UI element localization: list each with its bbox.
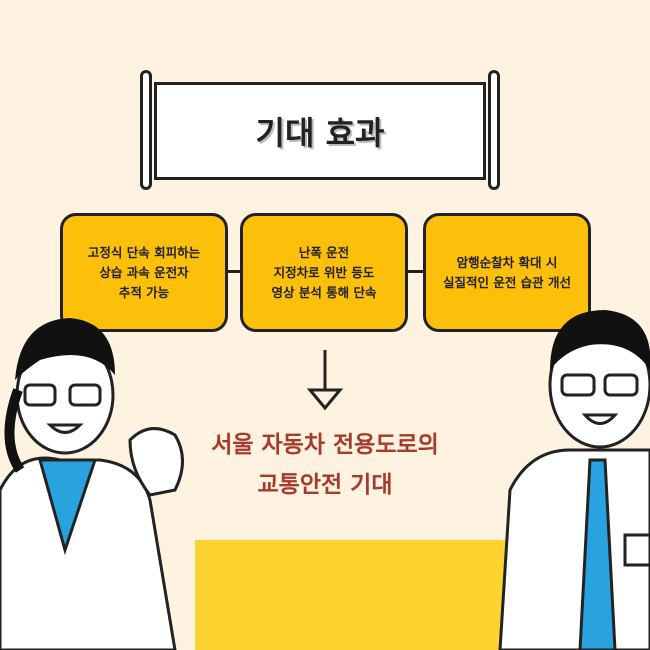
expected-result-text: 서울 자동차 전용도로의 교통안전 기대 xyxy=(211,432,439,498)
title-scroll-banner: 기대 효과 xyxy=(140,70,500,190)
effect-box-3: 암행순찰차 확대 시 실질적인 운전 습관 개선 xyxy=(423,213,591,332)
down-arrow-icon xyxy=(306,350,344,411)
scroll-rod-left xyxy=(140,70,152,190)
man-character-illustration xyxy=(498,310,650,650)
scroll-paper: 기대 효과 xyxy=(154,82,486,180)
connector-line xyxy=(406,270,425,273)
effect-box-1: 고정식 단속 회피하는 상습 과속 운전자 추적 가능 xyxy=(60,213,228,332)
page-title: 기대 효과 xyxy=(255,114,385,152)
yellow-backdrop xyxy=(195,540,515,650)
scroll-rod-right xyxy=(488,70,500,190)
effect-box-2: 난폭 운전 지정차로 위반 등도 영상 분석 통해 단속 xyxy=(240,213,408,332)
woman-character-illustration xyxy=(0,318,184,650)
connector-line xyxy=(226,270,242,273)
